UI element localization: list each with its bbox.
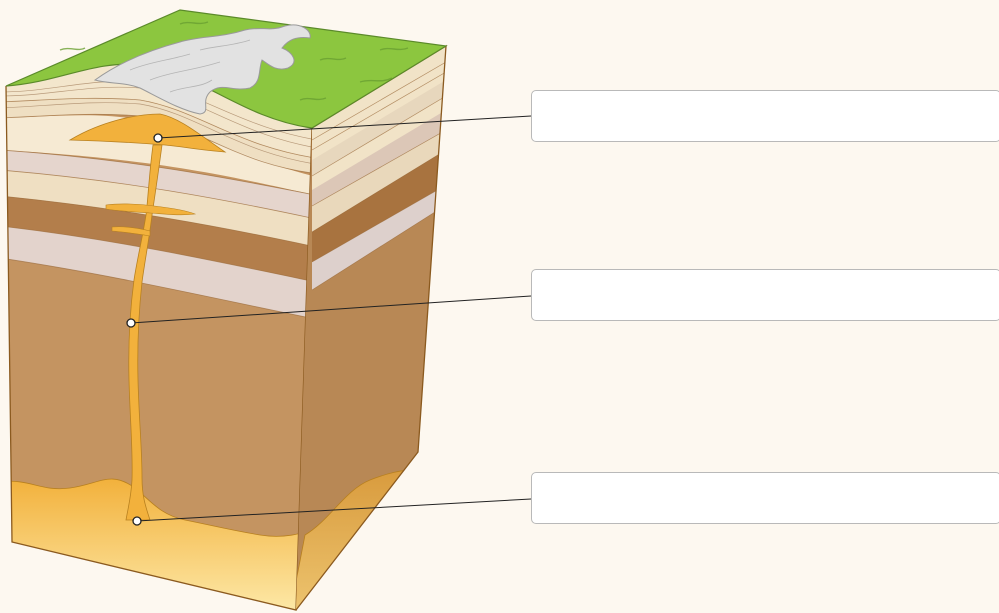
marker-dike xyxy=(127,319,135,327)
label-box-magma-chamber[interactable] xyxy=(531,472,999,524)
marker-sill xyxy=(154,134,162,142)
marker-magma-chamber xyxy=(133,517,141,525)
label-box-sill[interactable] xyxy=(531,90,999,142)
label-box-dike[interactable] xyxy=(531,269,999,321)
